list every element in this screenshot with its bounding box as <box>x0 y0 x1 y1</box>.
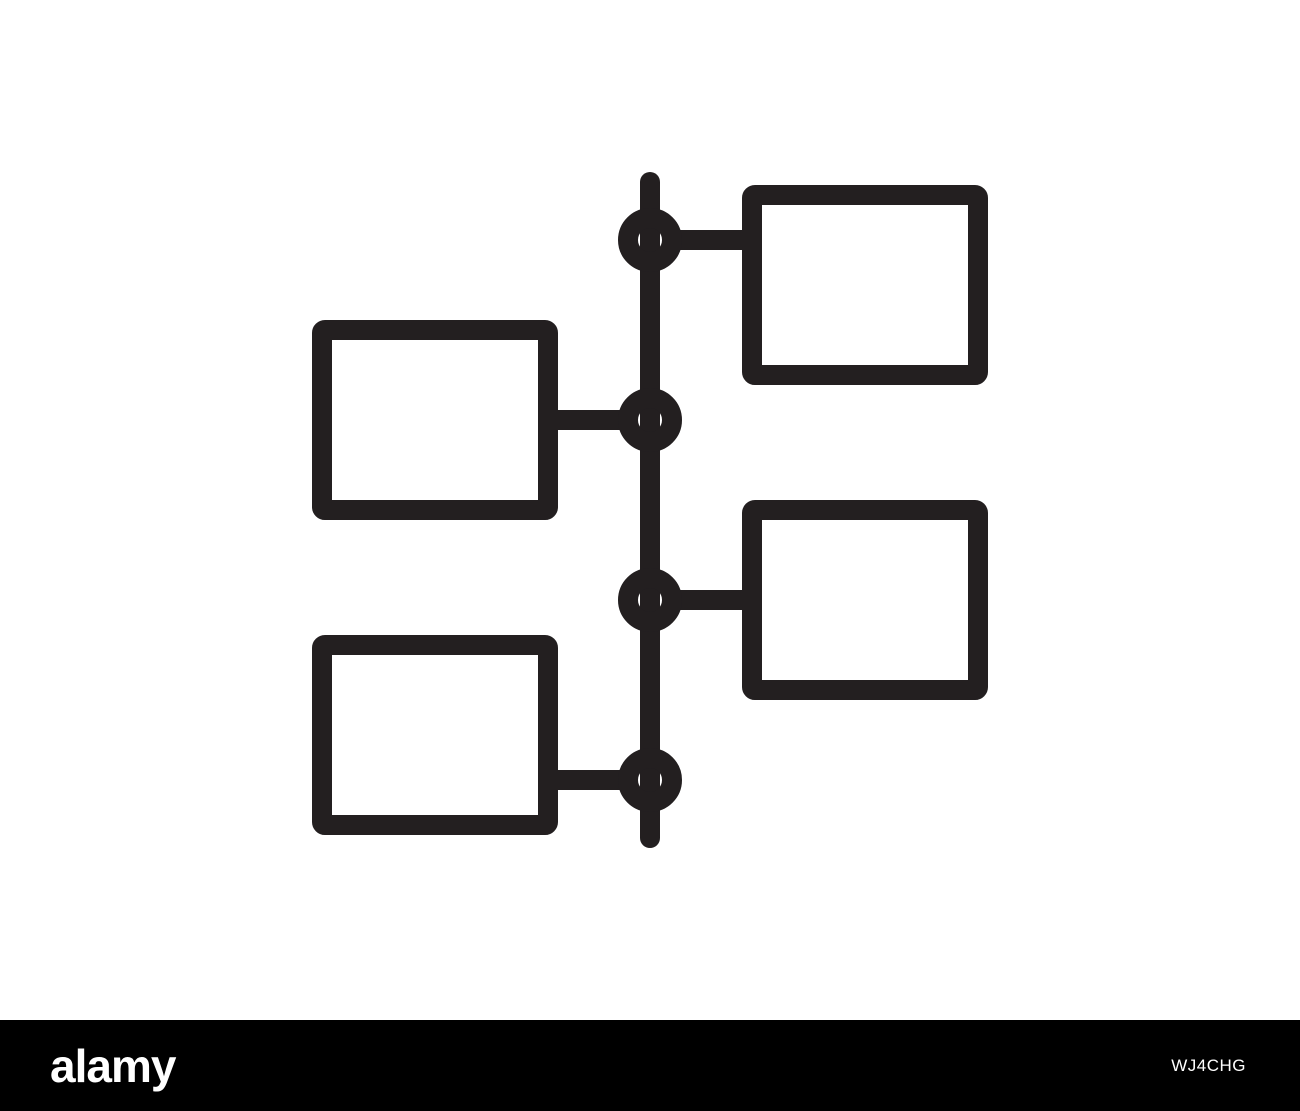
alamy-logo: alamy <box>50 1039 176 1092</box>
image-id-label: WJ4CHG <box>1171 1055 1246 1075</box>
marker-node-4 <box>618 748 682 812</box>
box-node-4 <box>312 635 558 835</box>
marker-node-1 <box>618 208 682 272</box>
timeline-icon <box>312 172 988 848</box>
box-node-1 <box>742 185 988 385</box>
box-node-3 <box>742 500 988 700</box>
marker-node-3 <box>618 568 682 632</box>
watermark-bar: alamy WJ4CHG <box>0 1020 1300 1111</box>
box-node-2 <box>312 320 558 520</box>
diagram-canvas <box>312 172 988 848</box>
marker-node-2 <box>618 388 682 452</box>
